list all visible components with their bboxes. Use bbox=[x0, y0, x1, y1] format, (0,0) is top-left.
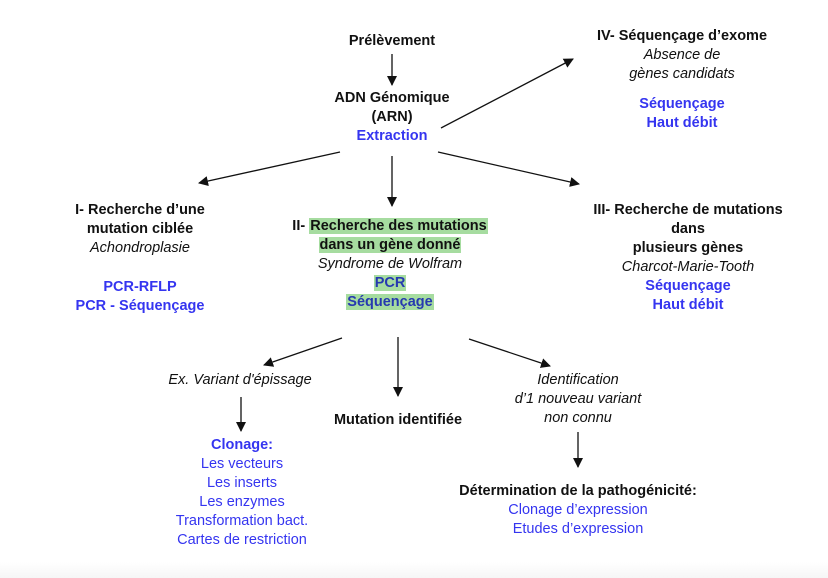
new-variant-line: d’1 nouveau variant bbox=[514, 391, 642, 407]
node-new-variant: Identification d’1 nouveau variant non c… bbox=[478, 371, 678, 428]
cloning-item: Transformation bact. bbox=[175, 513, 309, 529]
pathogenicity-item: Clonage d’expression bbox=[508, 502, 648, 518]
branch-ii-method-line: PCR bbox=[262, 274, 518, 293]
new-variant-line: Identification bbox=[537, 372, 619, 388]
branch-ii-title-line: II- Recherche des mutations bbox=[262, 217, 518, 236]
node-pathogenicity: Détermination de la pathogénicité: Clona… bbox=[428, 482, 728, 539]
node-mutation-identified: Mutation identifiée bbox=[298, 411, 498, 430]
adn-title: ADN Génomique bbox=[334, 90, 450, 106]
branch-i-method: PCR - Séquençage bbox=[75, 298, 205, 314]
node-prelevement: Prélèvement bbox=[292, 32, 492, 51]
node-branch-ii: II- Recherche des mutations dans un gène… bbox=[262, 217, 518, 312]
branch-i-title-line: mutation ciblée bbox=[86, 221, 194, 237]
branch-iv-method: Haut débit bbox=[646, 115, 718, 131]
node-cloning: Clonage: Les vecteurs Les inserts Les en… bbox=[142, 436, 342, 550]
new-variant-line: non connu bbox=[544, 410, 612, 426]
cloning-item: Les enzymes bbox=[199, 494, 285, 510]
branch-iv-title: IV- Séquençage d’exome bbox=[596, 28, 768, 44]
branch-iv-context-line: Absence de bbox=[643, 47, 721, 63]
mutation-identified-label: Mutation identifiée bbox=[333, 412, 463, 428]
pathogenicity-title: Détermination de la pathogénicité: bbox=[459, 483, 697, 499]
branch-i-method: PCR-RFLP bbox=[103, 279, 177, 295]
node-splice-variant: Ex. Variant d'épissage bbox=[140, 371, 340, 390]
arrow-ii-to-splice bbox=[263, 337, 343, 367]
node-adn-genomique: ADN Génomique (ARN) Extraction bbox=[292, 89, 492, 146]
branch-ii-title-highlight: dans un gène donné bbox=[318, 237, 462, 253]
node-branch-iv: IV- Séquençage d’exome Absence de gènes … bbox=[572, 27, 792, 133]
branch-iii-title-line: plusieurs gènes bbox=[632, 240, 744, 256]
cloning-item: Les vecteurs bbox=[200, 456, 284, 472]
arrow-extraction-to-branch-i bbox=[198, 151, 341, 186]
branch-ii-title-line: dans un gène donné bbox=[262, 236, 518, 255]
branch-ii-method: PCR bbox=[373, 275, 407, 291]
branch-iii-method: Haut débit bbox=[652, 297, 724, 313]
adn-method: Extraction bbox=[356, 128, 428, 144]
branch-iv-method: Séquençage bbox=[639, 96, 725, 112]
adn-subtitle: (ARN) bbox=[371, 109, 413, 125]
branch-ii-method: Séquençage bbox=[346, 294, 434, 310]
prelevement-title: Prélèvement bbox=[348, 33, 436, 49]
branch-i-title-line: I- Recherche d’une bbox=[75, 202, 205, 218]
arrow-ii-to-new-variant bbox=[468, 338, 551, 368]
branch-i-example: Achondroplasie bbox=[90, 240, 190, 256]
cloning-item: Les inserts bbox=[206, 475, 278, 491]
branch-iii-example: Charcot-Marie-Tooth bbox=[621, 259, 755, 275]
pathogenicity-item: Etudes d’expression bbox=[512, 521, 644, 537]
node-branch-i: I- Recherche d’une mutation ciblée Achon… bbox=[40, 201, 240, 316]
branch-ii-prefix: II- bbox=[292, 218, 310, 234]
cloning-title: Clonage: bbox=[210, 437, 274, 453]
branch-iii-title-line: III- Recherche de mutations bbox=[593, 202, 783, 218]
branch-iv-context-line: gènes candidats bbox=[629, 66, 735, 82]
arrow-extraction-to-exome bbox=[440, 58, 574, 129]
branch-ii-method-line: Séquençage bbox=[262, 293, 518, 312]
bottom-band bbox=[0, 562, 828, 578]
branch-iii-method: Séquençage bbox=[645, 278, 731, 294]
branch-ii-example: Syndrome de Wolfram bbox=[317, 256, 463, 272]
cloning-item: Cartes de restriction bbox=[177, 532, 307, 548]
branch-iii-title-line: dans bbox=[671, 221, 705, 237]
arrow-extraction-to-branch-iii bbox=[437, 151, 580, 187]
splice-variant-label: Ex. Variant d'épissage bbox=[168, 372, 312, 388]
node-branch-iii: III- Recherche de mutations dans plusieu… bbox=[570, 201, 806, 315]
branch-ii-title-highlight: Recherche des mutations bbox=[309, 218, 488, 234]
